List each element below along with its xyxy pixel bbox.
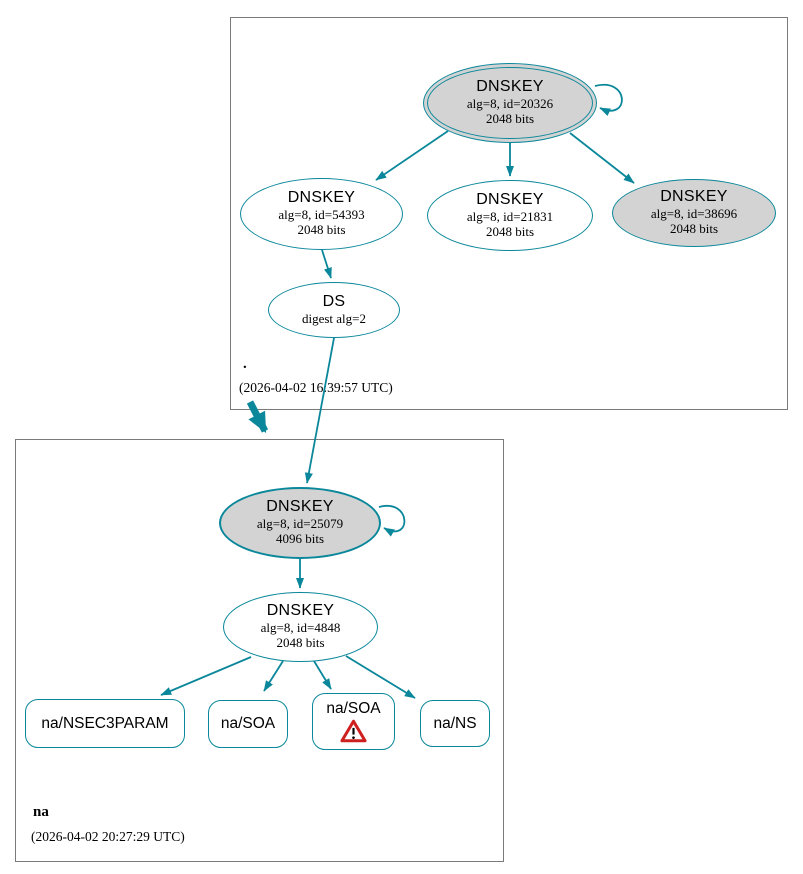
dnskey-node-38696[interactable]: DNSKEY alg=8, id=38696 2048 bits	[612, 179, 776, 247]
dnskey-node-4848[interactable]: DNSKEY alg=8, id=4848 2048 bits	[223, 592, 378, 662]
node-detail: alg=8, id=38696	[650, 206, 738, 222]
node-detail: 4096 bits	[275, 531, 325, 547]
zone-name-na: na	[33, 804, 49, 820]
node-title: DNSKEY	[476, 78, 544, 96]
rrset-label: na/SOA	[220, 715, 276, 733]
ds-node[interactable]: DS digest alg=2	[268, 282, 400, 338]
edge-root-ksk-to-zsk54393	[375, 130, 449, 181]
node-title: DNSKEY	[287, 189, 356, 207]
node-detail: 2048 bits	[485, 111, 535, 127]
node-detail: 2048 bits	[485, 223, 535, 239]
zone-timestamp-na: (2026-04-02 20:27:29 UTC)	[31, 829, 185, 844]
node-detail: alg=8, id=25079	[256, 516, 344, 532]
rrset-node-ns[interactable]: na/NS	[420, 700, 490, 747]
zone-box-na	[15, 439, 504, 862]
node-title: DNSKEY	[266, 602, 335, 620]
dnskey-node-21831[interactable]: DNSKEY alg=8, id=21831 2048 bits	[427, 180, 593, 251]
node-detail: alg=8, id=20326	[466, 96, 554, 112]
node-title: DS	[322, 292, 346, 310]
node-detail: 2048 bits	[297, 222, 346, 238]
zone-name-root: .	[243, 356, 247, 372]
edge-zsk54393-to-ds	[321, 249, 332, 279]
dnskey-node-20326[interactable]: DNSKEY alg=8, id=20326 2048 bits	[423, 63, 597, 143]
dnskey-node-25079[interactable]: DNSKEY alg=8, id=25079 4096 bits	[219, 487, 381, 559]
node-detail: alg=8, id=4848	[260, 620, 341, 636]
node-title: DNSKEY	[660, 188, 728, 206]
rrset-node-soa-warning[interactable]: na/SOA	[312, 693, 395, 750]
edge-zsk4848-to-nsec3param	[160, 656, 252, 696]
edge-root-ksk-selfloop	[594, 83, 623, 117]
dnskey-node-54393[interactable]: DNSKEY alg=8, id=54393 2048 bits	[240, 178, 403, 250]
rrset-node-nsec3param[interactable]: na/NSEC3PARAM	[25, 699, 185, 748]
node-detail: 2048 bits	[669, 221, 719, 237]
rrset-label: na/NS	[433, 714, 477, 732]
zone-timestamp-root: (2026-04-02 16:39:57 UTC)	[239, 380, 393, 395]
edge-delegation-root-to-na	[246, 400, 269, 434]
zone-box-root	[230, 17, 788, 410]
edge-na-ksk-selfloop	[378, 504, 406, 537]
node-title: DNSKEY	[476, 190, 544, 208]
rrset-node-soa[interactable]: na/SOA	[208, 700, 288, 748]
warning-icon	[340, 719, 367, 742]
node-detail: digest alg=2	[301, 310, 367, 326]
edge-zsk4848-to-ns	[345, 655, 416, 699]
rrset-label: na/NSEC3PARAM	[41, 714, 169, 732]
node-title: DNSKEY	[266, 498, 334, 516]
edge-zsk4848-to-soa-warning	[313, 660, 332, 690]
edge-root-ksk-to-ksk38696	[569, 132, 635, 184]
node-detail: 2048 bits	[276, 635, 325, 651]
node-detail: alg=8, id=21831	[466, 208, 554, 224]
edge-ds-to-na-ksk	[304, 337, 335, 484]
edge-zsk4848-to-soa	[263, 660, 284, 692]
node-detail: alg=8, id=54393	[278, 207, 365, 223]
rrset-label: na/SOA	[326, 700, 381, 718]
